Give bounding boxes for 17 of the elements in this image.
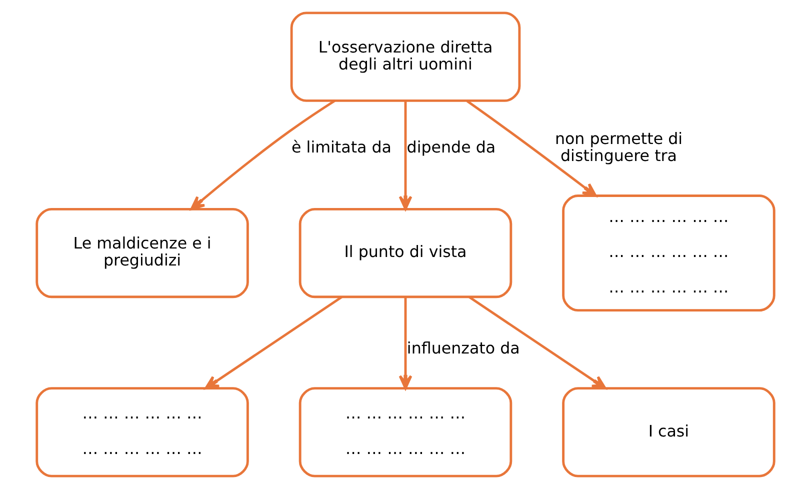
node-box: Il punto di vista <box>298 208 512 298</box>
node-box: L'osservazione diretta degli altri uomini <box>290 12 521 102</box>
edge-label: è limitata da <box>292 137 392 156</box>
node-box: … … … … … … … … … … … … <box>298 387 512 478</box>
node-box: I casi <box>562 387 776 478</box>
edge-label: dipende da <box>406 137 496 156</box>
arrow <box>204 296 342 390</box>
arrow <box>398 101 412 210</box>
edge-label: non permette di distinguere tra <box>554 128 683 165</box>
arrow <box>190 100 336 210</box>
arrow <box>466 100 597 197</box>
edge-label: influenzato da <box>406 338 520 358</box>
node-box: … … … … … … … … … … … … <box>36 387 249 478</box>
arrow <box>468 296 606 390</box>
node-box: … … … … … … … … … … … … … … … … … … <box>562 194 776 312</box>
arrow <box>398 297 412 390</box>
node-box: Le maldicenze e i pregiudizi <box>36 208 249 298</box>
